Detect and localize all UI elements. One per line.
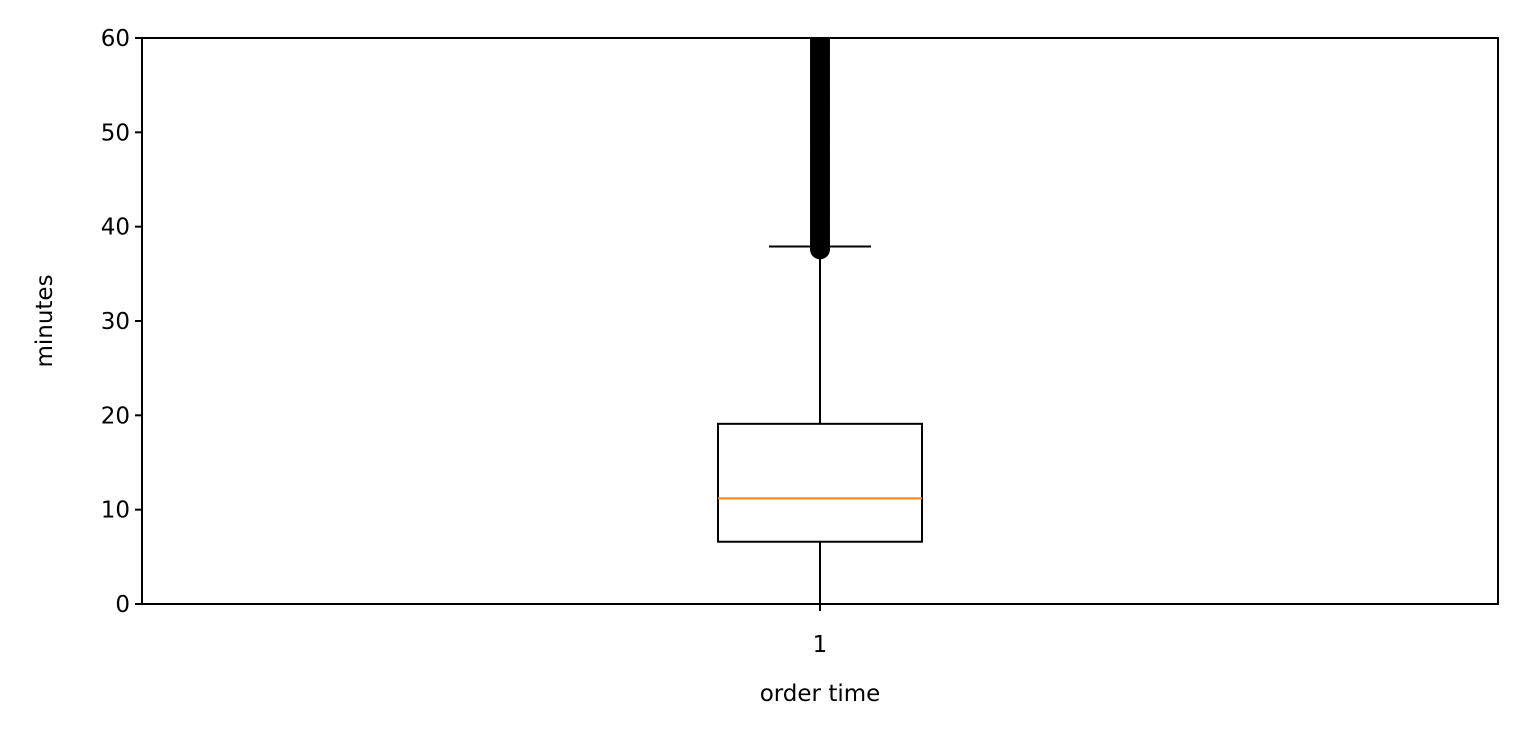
box-1 xyxy=(717,38,923,605)
iqr-box xyxy=(717,422,923,543)
y-tick-label: 0 xyxy=(115,592,130,618)
y-tick-label: 50 xyxy=(101,120,130,146)
y-tick-label: 30 xyxy=(101,309,130,335)
x-tick-label: 1 xyxy=(813,632,828,658)
y-axis-label: minutes xyxy=(32,274,58,367)
x-axis-label: order time xyxy=(760,681,881,707)
outlier-point xyxy=(810,38,830,48)
outliers-group xyxy=(810,38,830,260)
y-tick-label: 20 xyxy=(101,403,130,429)
y-tick-label: 60 xyxy=(101,26,130,52)
y-tick-label: 40 xyxy=(101,215,130,241)
y-tick-label: 10 xyxy=(101,498,130,524)
